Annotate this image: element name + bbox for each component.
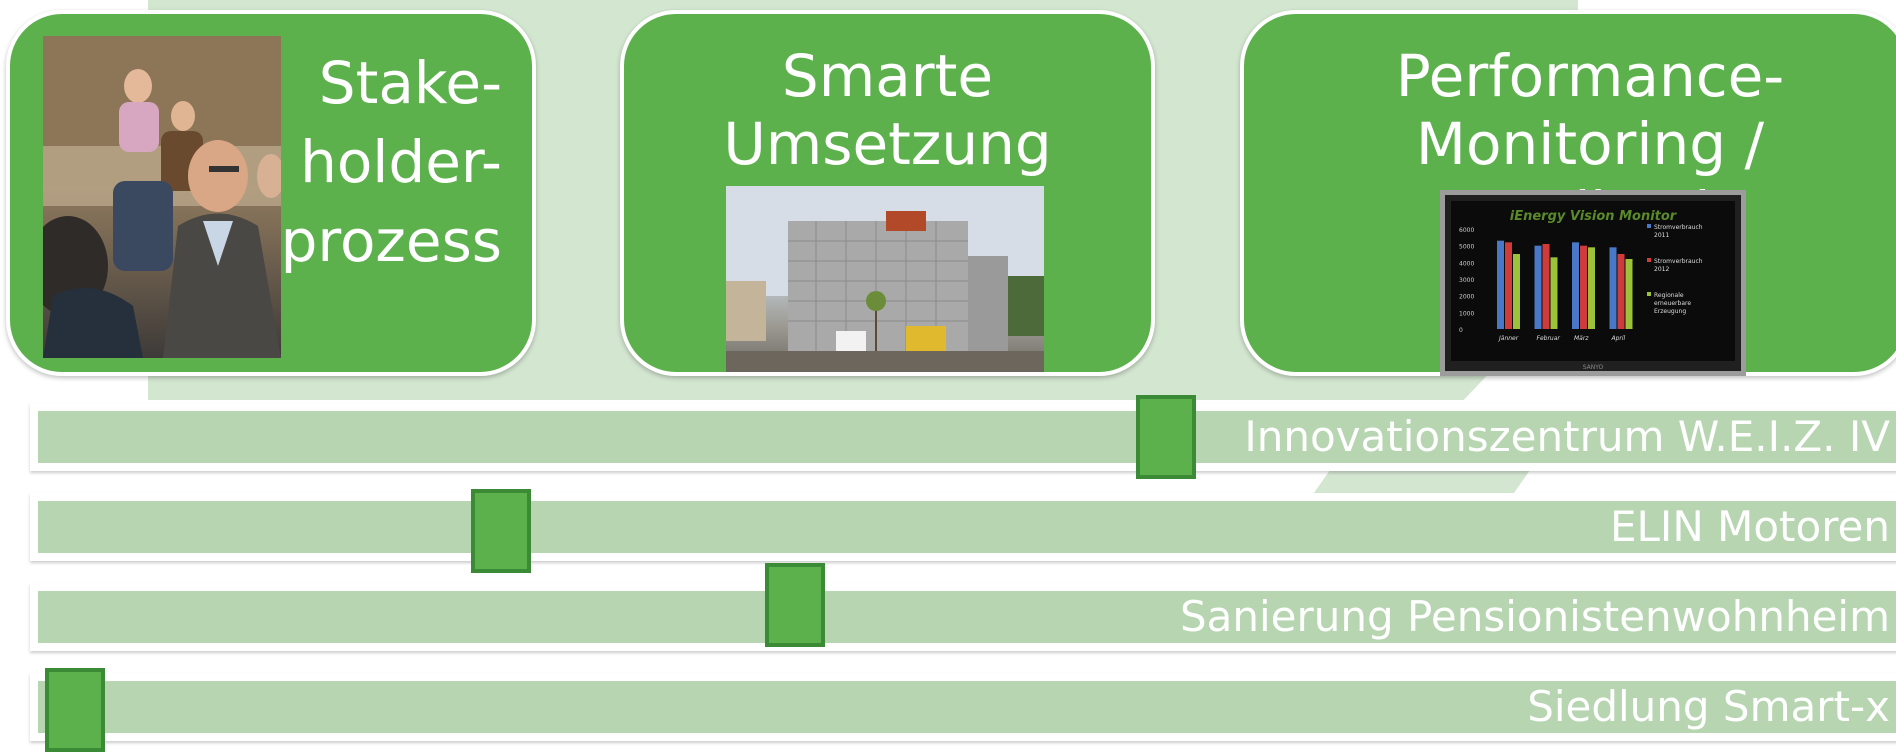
monitor-legend-label: Regionale — [1654, 292, 1684, 299]
monitor-ytick-label: 4000 — [1459, 260, 1474, 267]
monitor-xtick-label: März — [1574, 335, 1589, 342]
phase-smarte-umsetzung: Smarte Umsetzung — [620, 10, 1155, 376]
monitor-ytick-label: 0 — [1459, 327, 1463, 334]
monitor-bar — [1534, 245, 1542, 329]
progress-marker-weiz — [1136, 395, 1196, 479]
project-label-pensionistenwohnheim: Sanierung Pensionistenwohnheim — [1179, 592, 1890, 641]
monitor-chart-title: iEnergy Vision Monitor — [1509, 209, 1677, 224]
monitor-bar — [1497, 240, 1504, 329]
monitor-legend-label: 2011 — [1654, 232, 1669, 239]
stakeholder-meeting-photo — [43, 36, 281, 358]
progress-marker-elin — [471, 489, 531, 573]
monitor-legend-swatch — [1647, 258, 1651, 262]
project-track-pensionistenwohnheim: Sanierung Pensionistenwohnheim — [30, 583, 1896, 651]
monitor-ytick-label: 3000 — [1459, 277, 1474, 284]
monitor-ytick-label: 5000 — [1459, 244, 1474, 251]
monitor-ytick-label: 2000 — [1459, 294, 1474, 301]
monitor-bar — [1625, 259, 1633, 329]
monitor-legend-swatch — [1647, 224, 1651, 228]
project-label-weiz: Innovationszentrum W.E.I.Z. IV — [1244, 412, 1890, 461]
monitor-legend-label: erneuerbare — [1654, 300, 1691, 307]
monitor-bar — [1513, 254, 1520, 329]
project-track-elin: ELIN Motoren — [30, 493, 1896, 561]
phase-stakeholderprozess: Stake- holder- prozess — [6, 10, 536, 376]
progress-marker-smart-x — [45, 668, 105, 752]
monitor-legend-label: Stromverbrauch — [1654, 224, 1703, 231]
progress-marker-pensionistenwohnheim — [765, 563, 825, 647]
monitor-legend-label: 2012 — [1654, 266, 1669, 273]
energy-monitor-display: iEnergy Vision Monitor 0 1000 2000 3000 4000… — [1440, 190, 1746, 376]
monitor-xtick-label: April — [1611, 335, 1626, 342]
monitor-bar — [1550, 257, 1558, 329]
monitor-bar — [1542, 244, 1550, 329]
monitor-bar — [1580, 245, 1587, 329]
project-track-smart-x: Siedlung Smart-x — [30, 673, 1896, 741]
project-label-smart-x: Siedlung Smart-x — [1527, 682, 1890, 731]
monitor-bar — [1609, 247, 1617, 329]
monitor-brand: SANYO — [1582, 364, 1604, 371]
construction-site-photo — [726, 186, 1044, 372]
monitor-legend-swatch — [1647, 292, 1651, 296]
monitor-ytick-label: 1000 — [1459, 310, 1474, 317]
monitor-screen: iEnergy Vision Monitor 0 1000 2000 3000 4000… — [1451, 201, 1735, 361]
monitor-legend-label: Erzeugung — [1654, 308, 1686, 315]
monitor-xtick-label: Februar — [1537, 335, 1561, 342]
project-track-weiz: Innovationszentrum W.E.I.Z. IV — [30, 403, 1896, 471]
project-label-elin: ELIN Motoren — [1610, 502, 1890, 551]
phase-title-umsetzung: Smarte Umsetzung — [723, 42, 1052, 179]
monitor-bar — [1617, 254, 1625, 329]
phase-performance-monitoring: Performance- Monitoring / Feedback iEner… — [1240, 10, 1896, 376]
phase-title-stakeholder: Stake- holder- prozess — [280, 49, 502, 275]
monitor-bar — [1572, 242, 1579, 329]
monitor-ytick-label: 6000 — [1459, 227, 1474, 234]
monitor-xtick-label: Jänner — [1498, 335, 1519, 342]
monitor-bar — [1588, 247, 1595, 329]
monitor-legend-label: Stromverbrauch — [1654, 258, 1703, 265]
monitor-bar — [1505, 242, 1512, 329]
